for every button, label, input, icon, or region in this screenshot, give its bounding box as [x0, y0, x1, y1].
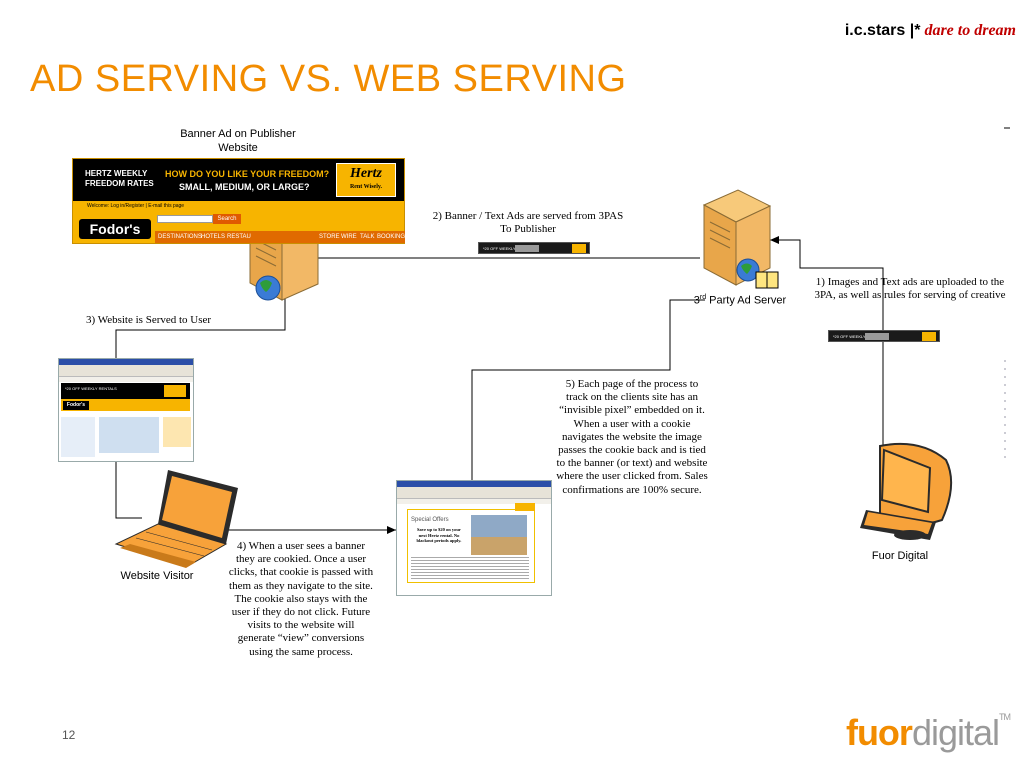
banner-weekly-text: HERTZ WEEKLY FREEDOM RATES: [85, 169, 154, 188]
arrowhead-site: [387, 526, 396, 534]
banner-nav-item: BOOKING: [377, 234, 406, 240]
shot-ad-text: *20 OFF WEEKLY RENTALS: [65, 386, 117, 391]
banner-search-button: Search: [213, 214, 241, 224]
shot-ad-logo: [164, 385, 186, 397]
toolbar: [397, 487, 551, 499]
site-car-photo: [471, 515, 527, 537]
banner-nav-item: RESTAU: [227, 234, 251, 240]
client-site-screenshot: Special Offers Save up to $20 on your ne…: [396, 480, 552, 596]
banner-nav-item: DESTINATIONS: [158, 234, 202, 240]
banner-nav-item: STORE: [319, 234, 340, 240]
logo-part-2: digital: [911, 712, 1000, 753]
step-4-label: 4) When a user sees a banner they are co…: [228, 540, 374, 658]
desktop-computer-icon: [860, 442, 953, 540]
logo-part-1: fuor: [845, 712, 913, 753]
visitor-browser-screenshot: *20 OFF WEEKLY RENTALS Fodor's: [58, 358, 194, 462]
logo-trademark: TM: [999, 712, 1011, 722]
hertz-logo-text: Hertz: [350, 166, 382, 181]
site-special-offers: Special Offers: [411, 517, 449, 523]
banner-nav-item: TALK: [360, 234, 375, 240]
site-offer-text: Save up to $20 on your next Hertz rental…: [416, 527, 462, 544]
banner-headline-1: HOW DO YOU LIKE YOUR FREEDOM?: [165, 169, 330, 179]
titlebar: [397, 481, 551, 487]
publisher-banner-ad: HERTZ WEEKLY FREEDOM RATES HOW DO YOU LI…: [72, 158, 405, 244]
banner-top: HERTZ WEEKLY FREEDOM RATES HOW DO YOU LI…: [73, 159, 404, 201]
laptop-icon: [114, 470, 238, 568]
fuor-digital-label: Fuor Digital: [871, 550, 929, 562]
connector-shot-to-laptop: [115, 462, 142, 519]
hertz-logo-sub: Rent Wisely.: [349, 184, 383, 190]
ad-server-label-sup: rd: [699, 294, 707, 301]
strip-ad-1: *20 OFF WEEKLY RENTALS: [828, 330, 940, 342]
banner-search-input: [157, 215, 213, 223]
step-5-label: 5) Each page of the process to track on …: [556, 378, 708, 496]
step-3-label: 3) Website is Served to User: [86, 314, 212, 326]
fodors-logo: Fodor's: [79, 219, 151, 239]
shot-map: [99, 417, 159, 453]
brand-header: i.c.stars |*dare to dream: [845, 20, 1016, 40]
titlebar: [59, 359, 193, 365]
banner-nav-item: WIRE: [341, 234, 357, 240]
banner-headline: HOW DO YOU LIKE YOUR FREEDOM? SMALL, MED…: [165, 168, 329, 193]
ad-server-label-suffix: Party Ad Server: [706, 294, 787, 307]
ad-server-label-prefix: 3: [693, 294, 700, 307]
banner-welcome: Welcome: Log in/Register | E-mail this p…: [87, 203, 185, 209]
addressbar: [59, 377, 193, 382]
website-visitor-label: Website Visitor: [120, 570, 194, 582]
page-number: 12: [62, 728, 76, 742]
strip-ad-text: *20 OFF WEEKLY RENTALS: [483, 246, 535, 251]
shot-sidebar: [61, 417, 95, 457]
strip-ad-car: [515, 245, 539, 252]
strip-ad-logo: [572, 244, 586, 253]
step-1-label: 1) Images and Text ads are uploaded to t…: [814, 276, 1006, 302]
strip-ad-car: [865, 333, 889, 340]
shot-site-logo: Fodor's: [63, 401, 89, 410]
shot-banner: [61, 399, 190, 411]
strip-ad-logo: [922, 332, 936, 341]
arrowhead-adserver: [770, 236, 779, 244]
connector-pixel-to-adserver: [471, 299, 705, 480]
step-2-label: 2) Banner / Text Ads are served from 3PA…: [432, 210, 624, 236]
banner-nav: DESTINATIONS HOTELS RESTAU STORE WIRE TA…: [155, 231, 405, 243]
shot-ad: *20 OFF WEEKLY RENTALS: [61, 383, 190, 399]
brand-tagline: dare to dream: [924, 22, 1016, 39]
site-car-photo-2: [471, 537, 527, 555]
shot-right-panel: [163, 417, 191, 447]
banner-headline-2: SMALL, MEDIUM, OR LARGE?: [179, 181, 310, 192]
banner-nav-item: HOTELS: [201, 234, 226, 240]
site-body-text: [411, 555, 529, 579]
strip-ad-2: *20 OFF WEEKLY RENTALS: [478, 242, 590, 254]
fuordigital-logo: fuordigitalTM: [845, 712, 1011, 754]
ad-server-icon: [702, 189, 779, 289]
strip-ad-text: *20 OFF WEEKLY RENTALS: [833, 334, 885, 339]
connector-upload: [770, 239, 884, 448]
brand-name: i.c.stars |*: [844, 22, 921, 39]
toolbar: [59, 365, 193, 377]
banner-ad-label: Banner Ad on Publisher Website: [180, 128, 296, 154]
site-logo: [515, 503, 535, 511]
ad-server-label: 3rd Party Ad Server: [690, 294, 790, 308]
addressbar: [397, 499, 551, 504]
slide-title: AD SERVING VS. WEB SERVING: [30, 58, 627, 100]
